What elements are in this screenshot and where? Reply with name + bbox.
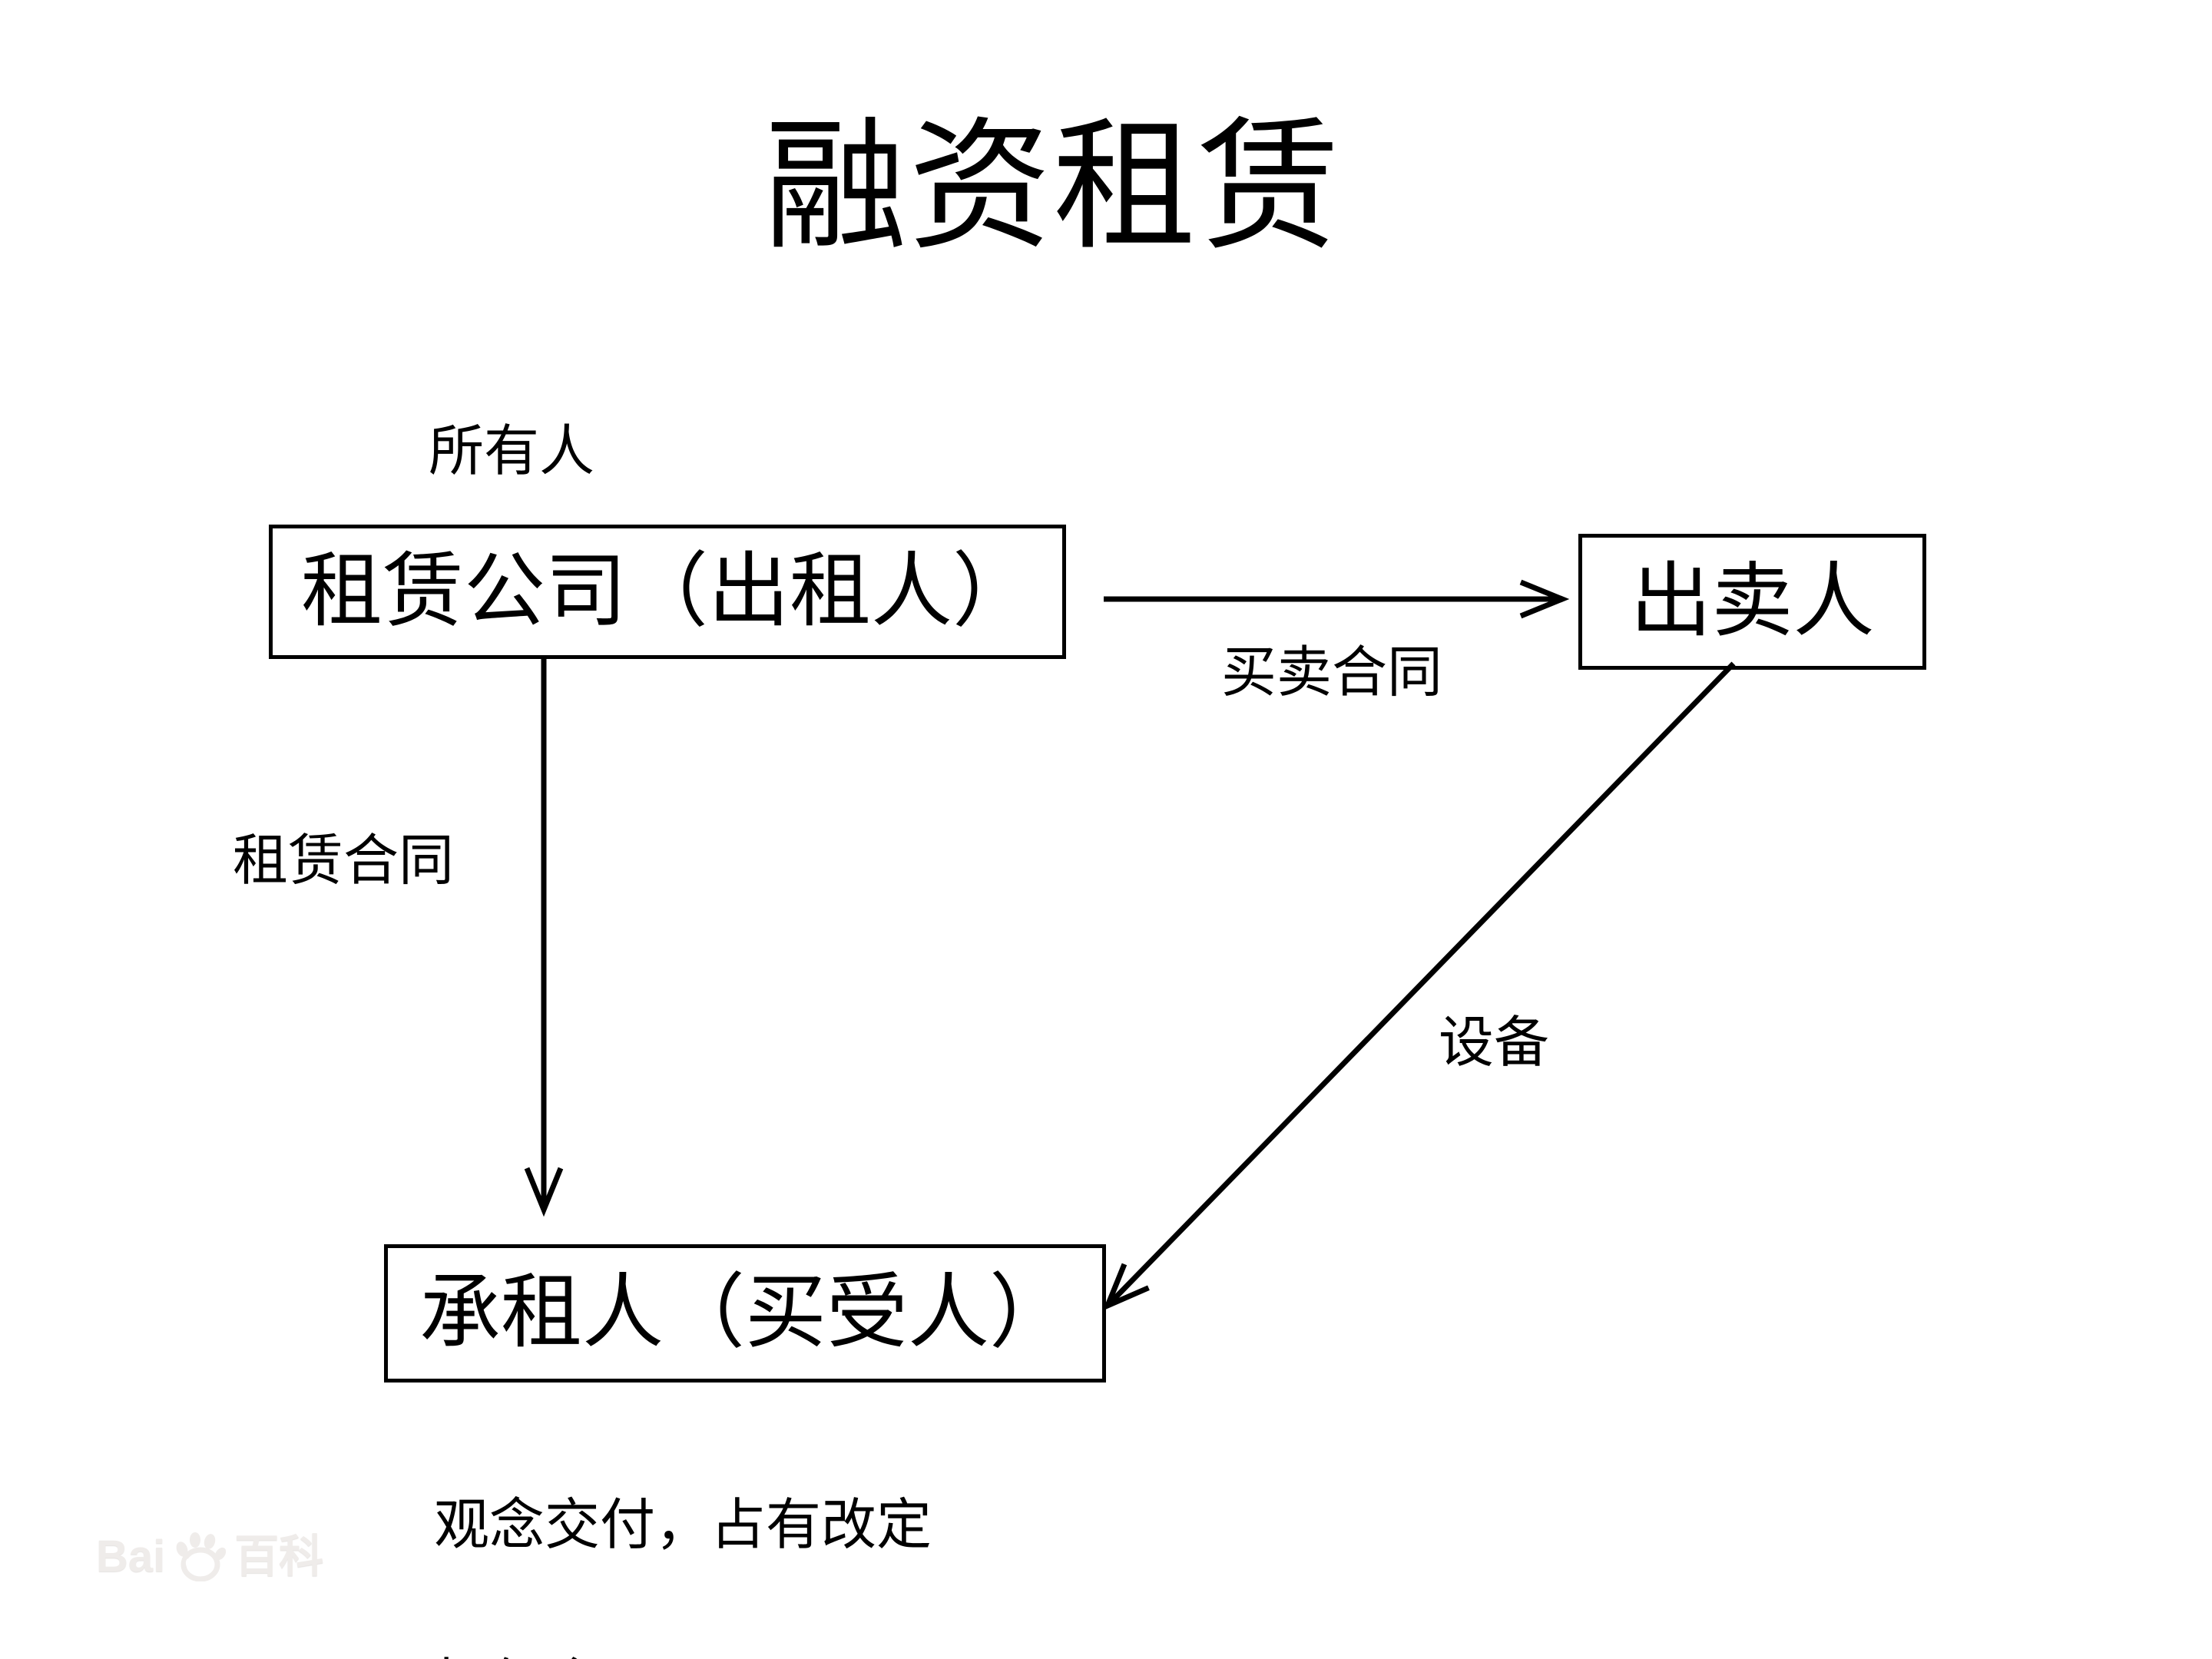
edge-label-equipment: 设备 — [1439, 1012, 1550, 1074]
footnote-text: 观念交付，占有改定 担保合同 — [434, 1406, 932, 1659]
page-title: 融资租赁 — [764, 109, 1343, 267]
baidu-paw-icon — [176, 1532, 227, 1581]
node-seller-box: 出卖人 — [1578, 534, 1926, 670]
owner-label: 所有人 — [429, 421, 595, 482]
equipment-delivery-arrow — [1102, 661, 1736, 1311]
edge-label-purchase-contract: 买卖合同 — [1221, 642, 1443, 704]
node-lessor-label: 租赁公司（出租人） — [301, 546, 1034, 637]
watermark-cjk-text: 百科 — [234, 1532, 324, 1581]
node-lessee-box: 承租人（买受人） — [384, 1244, 1106, 1382]
watermark-du-text: du — [185, 1552, 206, 1571]
node-lessee-label: 承租人（买受人） — [419, 1268, 1071, 1358]
node-seller-label: 出卖人 — [1630, 556, 1875, 647]
node-lessor-box: 租赁公司（出租人） — [269, 525, 1066, 659]
edge-label-lease-contract: 租赁合同 — [233, 830, 455, 892]
watermark-latin-text: Bai — [96, 1532, 166, 1581]
footnote-line-1: 观念交付，占有改定 — [434, 1495, 932, 1556]
footnote-line-2: 担保合同 — [434, 1645, 932, 1659]
baidu-baike-watermark: Bai du 百科 — [96, 1532, 323, 1581]
